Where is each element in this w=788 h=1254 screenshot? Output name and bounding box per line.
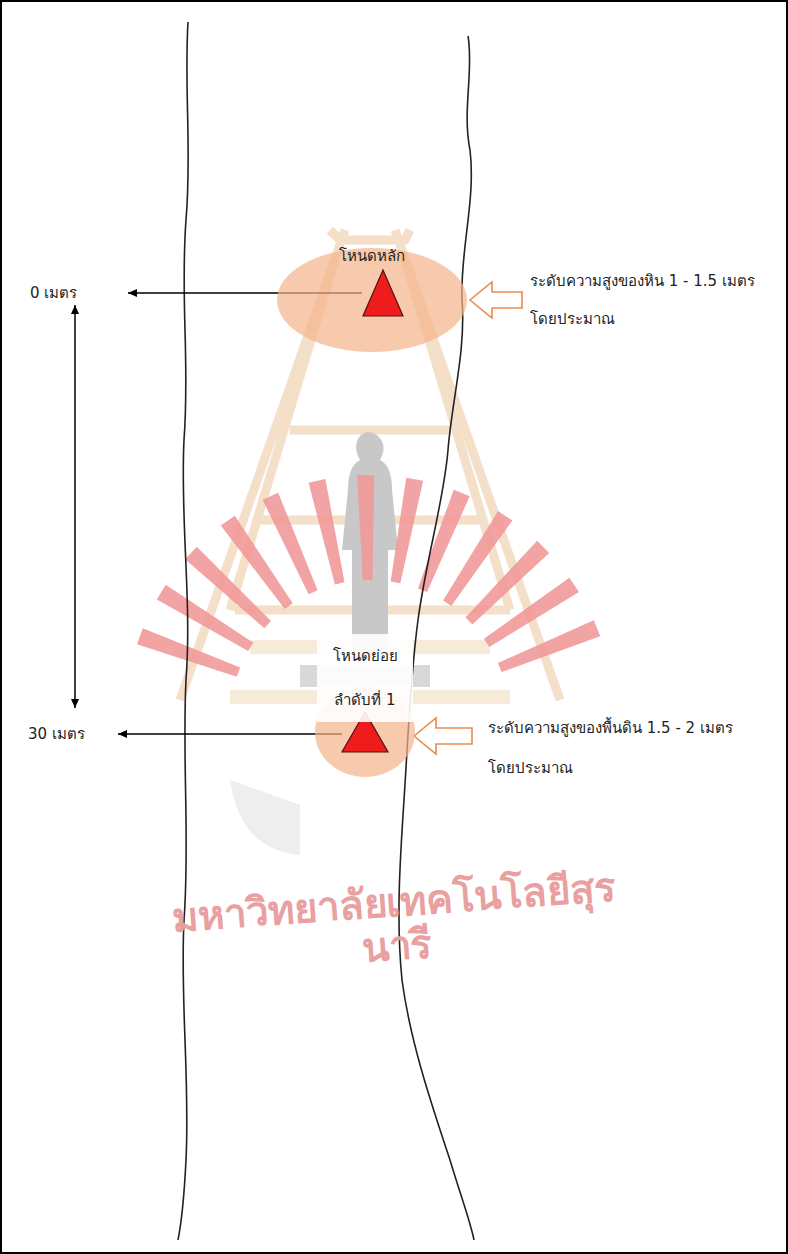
node-triangle <box>363 270 403 316</box>
distance-label: 30 เมตร <box>28 724 89 744</box>
hollow-arrow <box>470 282 522 318</box>
watermark-ray <box>263 493 318 594</box>
node-ellipse: โหนดย่อย ลำดับที่ 1 <box>300 630 430 778</box>
watermark-ray <box>391 478 423 584</box>
node-label: โหนดย่อย ลำดับที่ 1 <box>317 634 413 722</box>
watermark-ray <box>309 479 345 584</box>
node-label: โหนดหลัก <box>312 246 432 266</box>
watermark-text: มหาวิทยาลัยเทคโนโลยีสุรนารี <box>148 863 643 985</box>
height-note: ระดับความสูงของหิน 1 - 1.5 เมตร โดยประมา… <box>530 262 770 338</box>
hollow-arrow <box>414 718 472 754</box>
leader-arrow <box>118 733 342 735</box>
watermark-ray <box>357 475 374 580</box>
node-ellipse: โหนดหลัก <box>277 246 467 352</box>
watermark-ray <box>498 620 600 672</box>
height-note: ระดับความสูงของพื้นดิน 1.5 - 2 เมตร โดยป… <box>488 708 738 788</box>
distance-label: 0 เมตร <box>30 283 81 303</box>
dimension-arrow <box>74 305 76 708</box>
river-bank-left <box>178 22 188 1240</box>
